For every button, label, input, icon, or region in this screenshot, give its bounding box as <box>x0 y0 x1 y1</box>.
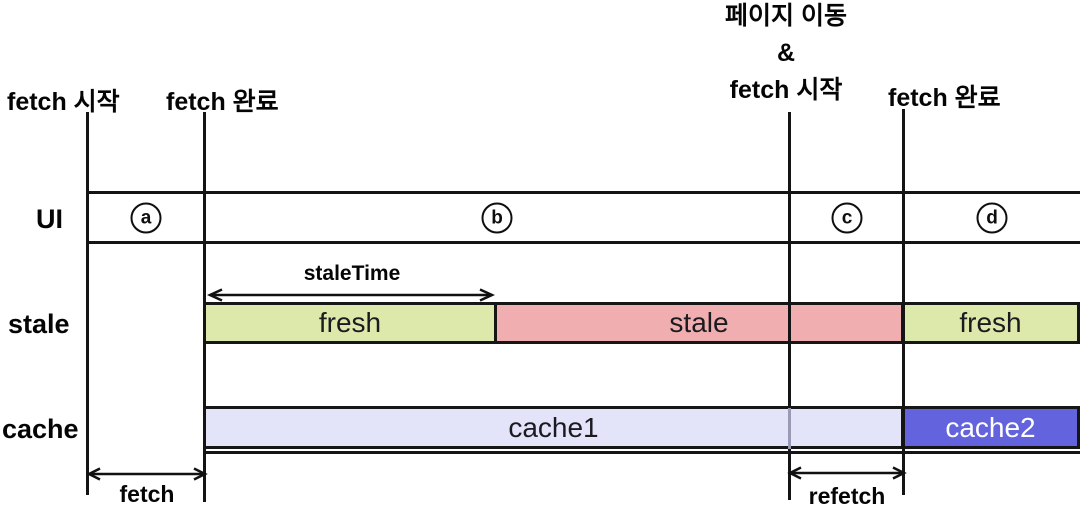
ui-segment-c-circled-letter: c <box>831 202 863 234</box>
refetch-duration-double-arrow-icon <box>787 466 907 480</box>
row-label-ui: UI <box>36 204 63 234</box>
ui-segment-b-circled-letter: b <box>481 202 513 234</box>
timeline-page-move-line-through-cache <box>788 408 791 449</box>
bar-text-cache2: cache2 <box>945 411 1036 443</box>
cache-row-bar-cache2: cache2 <box>904 406 1080 449</box>
event-label-fetch-start-2: fetch 시작 <box>729 76 843 104</box>
bar-text-cache1: cache1 <box>508 411 599 443</box>
staletime-double-arrow-icon <box>206 288 496 302</box>
event-label-fetch-complete: fetch 완료 <box>166 88 279 116</box>
event-label-page-move-group: 페이지 이동 & fetch 시작 <box>725 0 847 109</box>
stale-row-bar-fresh-1: fresh <box>203 302 497 344</box>
fetch-duration-double-arrow-icon <box>86 467 208 481</box>
stale-row-bar-fresh-2: fresh <box>904 302 1080 344</box>
bar-text-fresh-2: fresh <box>959 307 1022 338</box>
staletime-annotation-label: staleTime <box>303 262 401 285</box>
event-label-fetch-start: fetch 시작 <box>7 88 120 116</box>
bar-text-fresh-1: fresh <box>318 307 382 338</box>
cache-row-baseline <box>203 451 1080 454</box>
cache-row-bar-cache1: cache1 <box>203 406 904 449</box>
event-label-page-move: 페이지 이동 <box>725 2 847 30</box>
stale-row-bar-stale: stale <box>497 302 904 344</box>
ui-segment-d-circled-letter: d <box>976 202 1008 234</box>
ui-segment-a-circled-letter: a <box>130 202 162 234</box>
timeline-page-move-line-upper <box>788 112 791 408</box>
event-label-fetch-complete-2: fetch 완료 <box>888 84 1001 112</box>
timeline-fetch-complete-2-line <box>902 109 905 495</box>
timeline-fetch-start-line <box>86 112 89 495</box>
row-label-stale: stale <box>8 309 70 339</box>
fetch-duration-label: fetch <box>119 481 175 507</box>
ui-band-top-line <box>87 191 1080 194</box>
ui-band-bottom-line <box>87 241 1080 244</box>
bar-text-stale: stale <box>669 307 729 338</box>
event-label-ampersand: & <box>776 39 796 67</box>
row-label-cache: cache <box>2 414 79 444</box>
timeline-fetch-complete-line <box>203 112 206 502</box>
timeline-page-move-line-lower <box>788 449 791 500</box>
refetch-duration-label: refetch <box>808 483 886 509</box>
